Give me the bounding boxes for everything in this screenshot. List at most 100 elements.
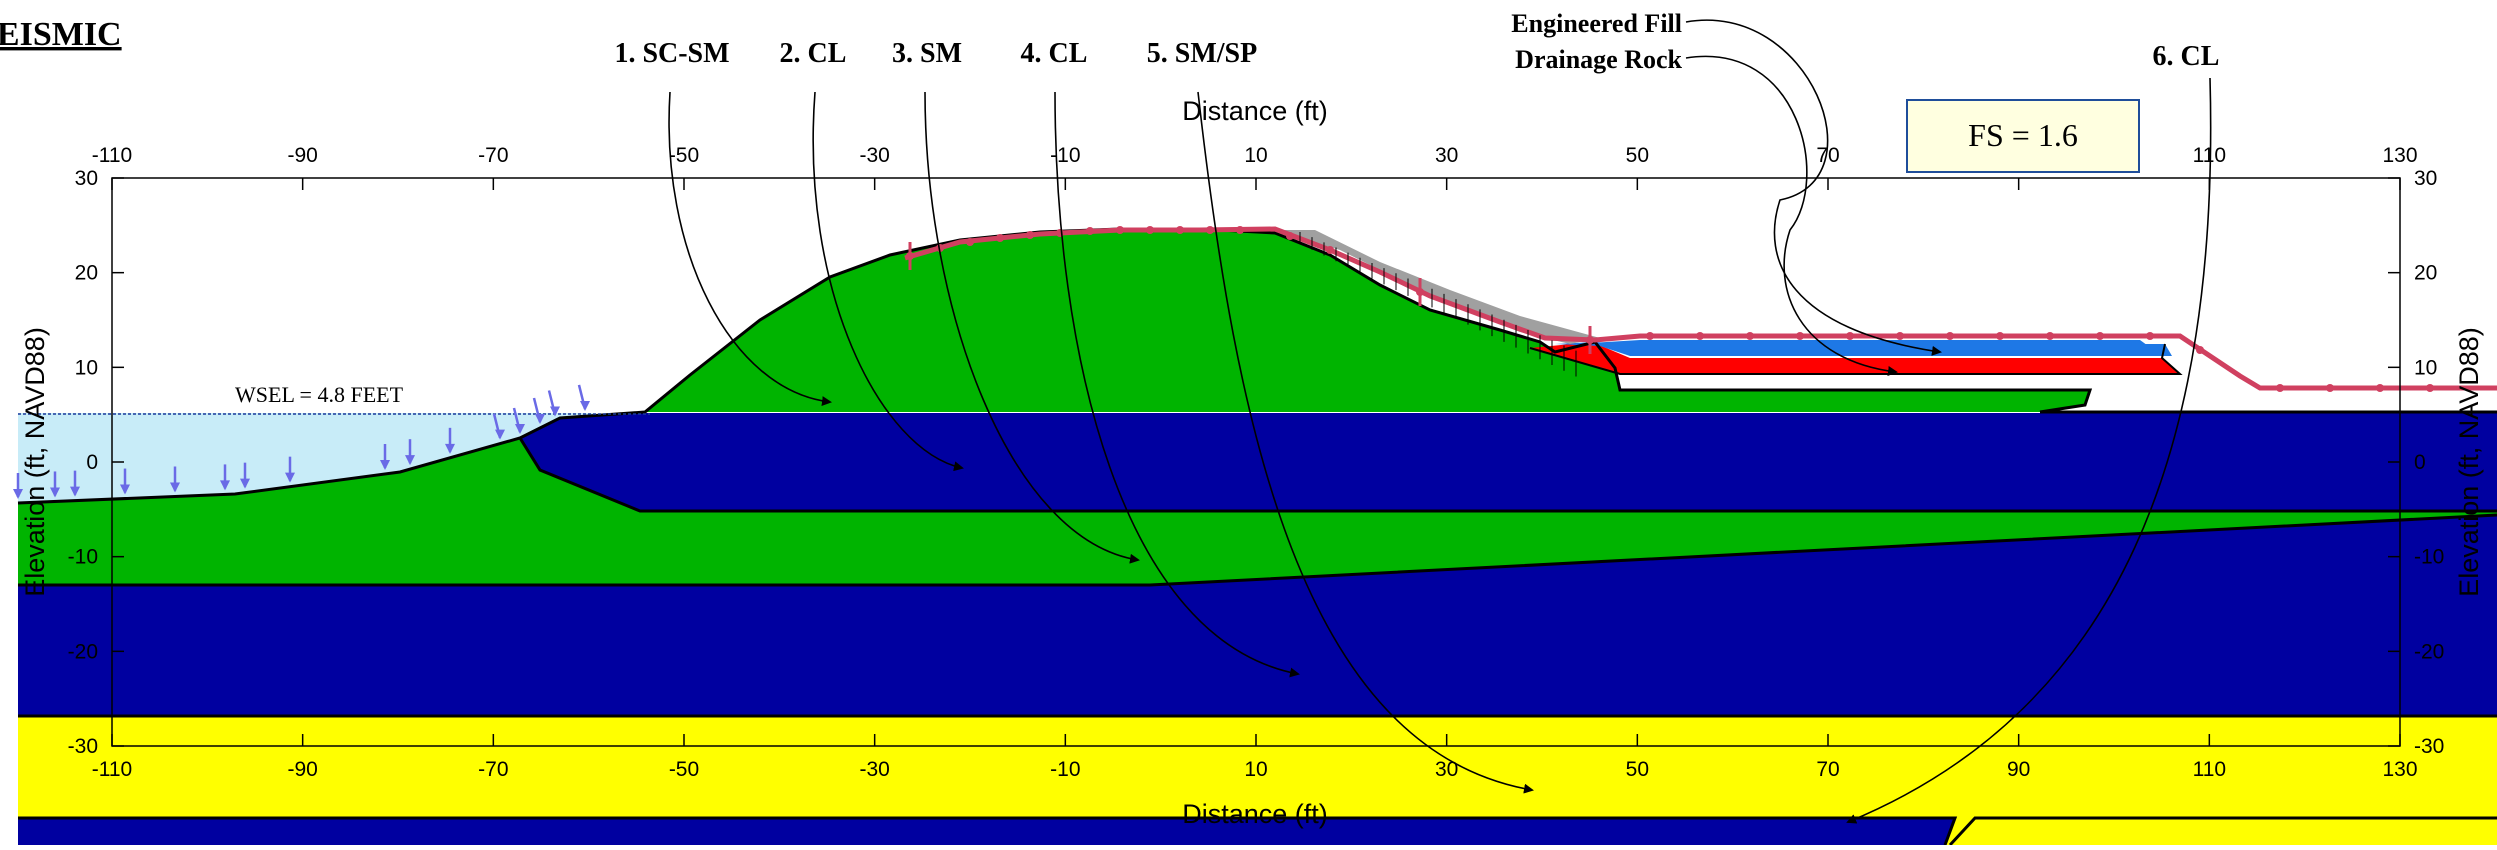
- slip-tick: [1996, 332, 2004, 340]
- slip-tick: [1796, 332, 1804, 340]
- slip-tick: [966, 238, 974, 246]
- slip-tick: [2196, 346, 2204, 354]
- drainage-rock-label: Drainage Rock: [1515, 45, 1682, 74]
- layer-boundary-3-4: [18, 513, 2497, 587]
- slip-surface-ticks: [906, 226, 2434, 392]
- slip-tick: [1896, 332, 1904, 340]
- x-tick-label-bottom: 30: [1435, 758, 1458, 781]
- x-tick-label-top: -10: [1050, 144, 1080, 167]
- y-tick-label-left: 0: [86, 451, 98, 474]
- layer-boundary-5-6: [18, 816, 1958, 846]
- factor-of-safety: FS = 1.6: [1968, 117, 2078, 153]
- x-tick-label-bottom: 50: [1626, 758, 1649, 781]
- load-arrow-head: [495, 429, 505, 440]
- x-tick-label-bottom: -10: [1050, 758, 1080, 781]
- x-tick-label-bottom: 110: [2193, 758, 2226, 781]
- x-tick-label-bottom: -90: [287, 758, 317, 781]
- load-arrow-head: [580, 400, 590, 411]
- engineered-fill-leader: [1685, 19, 1942, 356]
- layer-boundary-5-6-right: [1948, 816, 2497, 847]
- material-label: 6. CL: [2153, 41, 2220, 72]
- y-tick-label-right: -30: [2414, 735, 2444, 758]
- slip-tick: [2046, 332, 2054, 340]
- load-arrow-head: [240, 478, 250, 489]
- x-tick-label-bottom: 70: [1816, 758, 1839, 781]
- slip-tick: [1146, 226, 1154, 234]
- y-tick-label-right: 30: [2414, 167, 2437, 190]
- material-label: 3. SM: [892, 38, 962, 69]
- layer-5-sm-sp: [18, 716, 2497, 845]
- x-tick-label-bottom: 130: [2382, 758, 2417, 781]
- x-tick-label-bottom: -70: [478, 758, 508, 781]
- slip-tick: [2096, 332, 2104, 340]
- x-tick-label-top: -70: [478, 144, 508, 167]
- material-label: 4. CL: [1021, 38, 1088, 69]
- load-arrow-head: [550, 406, 560, 417]
- wsel-label: WSEL = 4.8 FEET: [235, 382, 404, 407]
- x-axis-label-bottom: Distance (ft): [1182, 799, 1328, 829]
- y-tick-label-left: -30: [68, 735, 98, 758]
- load-arrow-head: [13, 489, 23, 499]
- x-tick-label-top: 50: [1626, 144, 1649, 167]
- layer-5-right-step: [1950, 818, 2497, 845]
- load-arrow-head: [285, 472, 295, 483]
- slip-tick: [1056, 229, 1064, 237]
- y-axis-label-right: Elevation (ft, NAVD88): [2454, 327, 2484, 597]
- layer-4-cl: [18, 515, 2497, 716]
- material-leader-arrow: [924, 91, 1140, 564]
- x-tick-label-bottom: 90: [2007, 758, 2030, 781]
- load-arrow-head: [170, 482, 180, 493]
- drainage-rock: [1530, 342, 2180, 374]
- slip-mass: [1270, 230, 1600, 344]
- slip-tick: [1236, 226, 1244, 234]
- slip-tick: [1696, 332, 1704, 340]
- slip-tick: [1286, 232, 1294, 240]
- layer-1-sc-sm: [645, 229, 2090, 412]
- load-arrow-head: [535, 414, 545, 424]
- y-tick-label-left: 10: [75, 356, 98, 379]
- engineered-fill-label: Engineered Fill: [1511, 9, 1682, 38]
- x-tick-label-bottom: -50: [669, 758, 699, 781]
- slip-mass-slices: [1299, 232, 1577, 377]
- slip-tick: [1176, 226, 1184, 234]
- x-tick-label-top: -90: [287, 144, 317, 167]
- slip-tick: [1946, 332, 1954, 340]
- y-tick-label-left: 20: [75, 262, 98, 285]
- engineered-fill-upper: [1590, 340, 2162, 356]
- material-leader-arrow: [1054, 91, 1300, 678]
- material-label: 5. SM/SP: [1147, 38, 1257, 69]
- drainage-rock-leader: [1685, 55, 1898, 376]
- slip-tick: [1086, 227, 1094, 235]
- y-tick-label-left: -20: [68, 640, 98, 663]
- load-arrow-head: [405, 455, 415, 466]
- fill-outline: [1529, 343, 2183, 375]
- x-tick-label-top: -110: [92, 144, 132, 167]
- y-tick-label-right: -10: [2414, 546, 2444, 569]
- slip-tick: [1846, 332, 1854, 340]
- slip-tick: [2426, 384, 2434, 392]
- x-axis-label-top: Distance (ft): [1182, 96, 1328, 126]
- slip-tick: [2326, 384, 2334, 392]
- layer-boundary-2-3: [518, 437, 2497, 513]
- slip-tick: [996, 234, 1004, 242]
- load-arrow-head: [220, 480, 230, 491]
- y-tick-label-right: 20: [2414, 262, 2437, 285]
- y-tick-label-right: -20: [2414, 640, 2444, 663]
- load-arrow-head: [50, 487, 60, 498]
- x-tick-label-top: 130: [2382, 144, 2417, 167]
- load-arrow-head: [445, 443, 455, 454]
- y-axis-label-left: Elevation (ft, NAVD88): [20, 327, 50, 597]
- material-label: 1. SC-SM: [614, 38, 729, 69]
- water-load-arrows: [13, 384, 590, 499]
- x-tick-label-top: -50: [669, 144, 699, 167]
- slip-tick: [1746, 332, 1754, 340]
- slip-tick: [2376, 384, 2384, 392]
- slip-tick: [1206, 226, 1214, 234]
- load-arrow-head: [380, 460, 390, 470]
- load-arrow-head: [70, 486, 80, 497]
- y-tick-label-right: 0: [2414, 451, 2426, 474]
- axes-group: -110-110-90-90-70-70-50-50-30-30-10-1010…: [68, 144, 2445, 781]
